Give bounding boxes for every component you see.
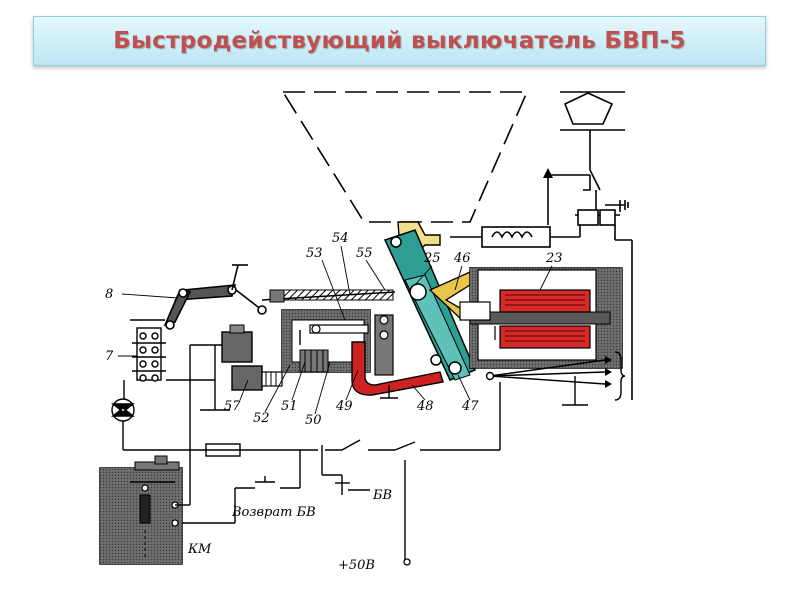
label-km: КМ bbox=[187, 542, 212, 557]
label-25: 25 bbox=[423, 251, 441, 266]
holding-magnet bbox=[221, 309, 371, 391]
label-8: 8 bbox=[105, 287, 113, 302]
label-vozvrat: Возврат БВ bbox=[231, 505, 316, 520]
electromagnet-23 bbox=[459, 267, 623, 369]
leader-lines bbox=[118, 245, 553, 415]
label-49: 49 bbox=[335, 399, 353, 414]
label-47: 47 bbox=[461, 399, 479, 414]
label-52: 52 bbox=[253, 411, 270, 426]
arrow-up-icon bbox=[543, 168, 553, 178]
page-title: Быстродействующий выключатель БВП-5 bbox=[113, 28, 686, 54]
lamp-icon bbox=[111, 398, 206, 451]
label-23: 23 bbox=[545, 251, 563, 266]
aux-contacts-7 bbox=[123, 319, 230, 505]
control-wiring bbox=[175, 330, 501, 560]
label-supply: +50В bbox=[338, 558, 375, 573]
label-54: 54 bbox=[332, 231, 349, 246]
label-bv: БВ bbox=[372, 488, 392, 503]
label-48: 48 bbox=[416, 399, 434, 414]
label-7: 7 bbox=[105, 349, 114, 364]
arc-chute bbox=[281, 91, 529, 223]
label-53: 53 bbox=[306, 246, 323, 261]
contactor-km bbox=[99, 455, 190, 565]
label-50: 50 bbox=[305, 413, 322, 428]
label-51: 51 bbox=[281, 399, 298, 414]
label-55: 55 bbox=[356, 246, 373, 261]
linkage-8 bbox=[163, 264, 267, 330]
title-bar: Быстродействующий выключатель БВП-5 bbox=[33, 16, 766, 66]
output-leads bbox=[485, 351, 626, 406]
armature-48 bbox=[351, 314, 444, 399]
label-46: 46 bbox=[453, 251, 471, 266]
relay-sensor bbox=[547, 91, 633, 400]
supply-terminal bbox=[403, 558, 411, 566]
label-57: 57 bbox=[224, 399, 241, 414]
blowout-coil bbox=[450, 225, 581, 248]
lever-25 bbox=[383, 229, 476, 381]
rod-54 bbox=[261, 289, 396, 303]
